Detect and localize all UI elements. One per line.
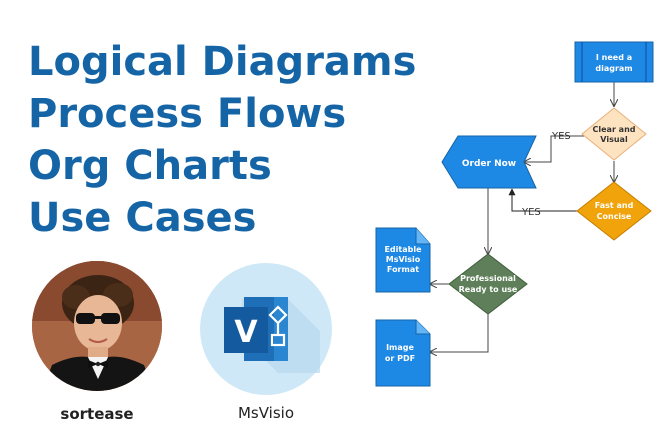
doc1-line2: MsVisio — [386, 255, 421, 264]
msvisio-logo: V — [200, 263, 332, 395]
decision3-line2: Ready to use — [459, 285, 518, 294]
tool-name: MsVisio — [237, 404, 294, 422]
document-editable-visio: Editable MsVisio Format — [375, 227, 431, 293]
connector-clear-to-order — [524, 135, 584, 162]
doc2-line2: or PDF — [385, 354, 415, 363]
decision-professional: Professional Ready to use — [448, 253, 528, 315]
order-now-node: Order Now — [441, 135, 537, 189]
decision3-line1: Professional — [460, 274, 516, 283]
yes-label-fast: YES — [521, 207, 541, 218]
document-image-pdf: Image or PDF — [375, 319, 431, 387]
headline-use-cases: Use Cases — [28, 195, 257, 241]
connector-professional-to-image — [430, 314, 489, 352]
seller-avatar — [32, 261, 162, 391]
order-now-label: Order Now — [462, 159, 516, 169]
headline-process-flows: Process Flows — [28, 91, 347, 137]
headline-org-charts: Org Charts — [28, 143, 272, 189]
doc1-line1: Editable — [384, 245, 422, 254]
decision1-line1: Clear and — [593, 125, 636, 134]
start-node-line1: I need a — [596, 53, 632, 62]
start-node-line2: diagram — [595, 64, 632, 73]
decision1-line2: Visual — [600, 135, 628, 144]
seller-name: sortease — [60, 405, 134, 423]
decision-fast-concise: Fast and Concise — [576, 181, 652, 241]
start-process-node: I need a diagram — [574, 41, 654, 83]
decision-clear-visual: Clear and Visual — [581, 107, 647, 161]
connector-fast-to-order — [508, 188, 579, 212]
visio-logo-letter: V — [234, 315, 258, 350]
doc1-line3: Format — [387, 265, 419, 274]
doc2-line1: Image — [386, 343, 414, 352]
decision2-line2: Concise — [597, 212, 632, 221]
headline-logical-diagrams: Logical Diagrams — [28, 39, 417, 85]
yes-label-clear: YES — [551, 131, 571, 142]
decision2-line1: Fast and — [595, 201, 634, 210]
